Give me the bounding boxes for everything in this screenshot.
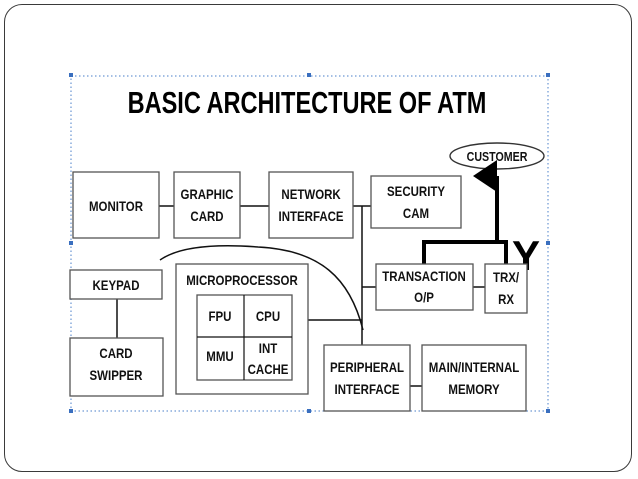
keypad-label: KEYPAD (93, 277, 140, 293)
keypad-block (69, 269, 163, 300)
security-cam-label: SECURITY (387, 183, 445, 199)
card-swipper-label: SWIPPER (90, 367, 143, 383)
main-internal-memory-label: MEMORY (448, 381, 500, 397)
peripheral-interface-label: PERIPHERAL (330, 359, 404, 375)
network-interface-block (268, 171, 354, 239)
main-internal-memory-label: MAIN/INTERNAL (429, 359, 520, 375)
transaction-op-block (375, 263, 474, 311)
microprocessor-label: MICROPROCESSOR (186, 272, 298, 288)
network-interface-label: NETWORK (281, 186, 341, 202)
graphic-card-block (173, 171, 241, 239)
security-cam-block (370, 175, 462, 229)
fpu-label: FPU (209, 308, 232, 324)
transaction-op-label: TRANSACTION (382, 268, 466, 284)
int-cache-label: CACHE (248, 361, 289, 377)
frame-handle (546, 241, 550, 245)
trx-rx-label: TRX/ (493, 269, 520, 285)
card-swipper-label: CARD (99, 345, 132, 361)
peripheral-interface-block (323, 344, 411, 412)
monitor-block (72, 171, 160, 239)
trx-rx-block (484, 263, 528, 314)
mmu-label: MMU (206, 348, 233, 364)
graphic-card-label: CARD (190, 208, 223, 224)
int-cache-label: INT (259, 340, 278, 356)
trx-rx-label: RX (498, 291, 514, 307)
customer-label: CUSTOMER (467, 149, 528, 164)
main-internal-memory-block (421, 344, 527, 412)
frame-handle (69, 241, 73, 245)
security-cam-label: CAM (403, 205, 429, 221)
peripheral-interface-label: INTERFACE (335, 381, 400, 397)
frame-handle (69, 73, 73, 77)
keypad-peripheral-curve (159, 245, 364, 331)
diagram-title: BASIC ARCHITECTURE OF ATM (128, 85, 487, 120)
frame-handle (307, 409, 311, 413)
frame-handle (546, 409, 550, 413)
monitor-label: MONITOR (89, 198, 143, 214)
frame-handle (546, 73, 550, 77)
frame-handle (307, 73, 311, 77)
graphic-card-label: GRAPHIC (181, 186, 234, 202)
card-swipper-block (69, 337, 164, 397)
trx-thick-line (497, 240, 508, 264)
cpu-label: CPU (256, 308, 280, 324)
transaction-op-label: O/P (414, 289, 434, 305)
output-to-customer-line (422, 160, 499, 264)
frame-handle (69, 409, 73, 413)
network-interface-label: INTERFACE (279, 208, 344, 224)
